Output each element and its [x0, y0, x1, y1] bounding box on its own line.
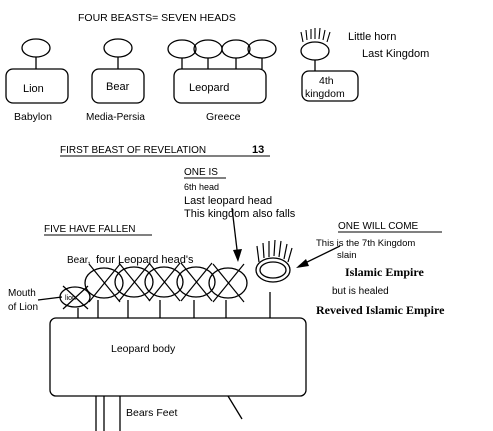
revelation-title: FIRST BEAST OF REVELATION	[60, 145, 206, 156]
four-leopard-heads-label: four Leopard head's	[96, 254, 194, 266]
babylon-caption: Babylon	[14, 111, 52, 123]
healed-line: but is healed	[332, 286, 389, 297]
bear-bottom-label: Bear,	[67, 255, 90, 266]
five-have-fallen-label: FIVE HAVE FALLEN	[44, 224, 136, 235]
little-horn-spikes	[300, 27, 331, 43]
fourth-box-label-line1: 4th	[319, 75, 334, 87]
mouth-pointer	[37, 296, 63, 301]
bear-head-bottom-oval	[84, 267, 124, 299]
islamic-empire-line: Islamic Empire	[345, 265, 424, 279]
lion-head-label: lion	[65, 295, 76, 302]
leopard-body-box	[49, 317, 307, 397]
leopard-body-label: Leopard body	[111, 343, 176, 355]
one-will-come-arrowhead	[296, 259, 309, 268]
one-is-line3: This kingdom also falls	[184, 208, 296, 220]
leopard-head-oval	[167, 39, 197, 59]
bear-head-oval	[103, 38, 133, 58]
leopard-head-oval	[247, 39, 277, 59]
one-is-line2: Last leopard head	[184, 195, 272, 207]
revived-islamic-empire-line: Reveived Islamic Empire	[316, 303, 445, 317]
fourth-box-label-line2: kingdom	[305, 88, 345, 100]
bear-foot	[227, 395, 243, 420]
seventh-head-inner-oval	[259, 261, 287, 279]
fallen-cross-marks	[62, 262, 245, 310]
slain-line: slain	[337, 250, 357, 261]
fourth-kingdom-box	[301, 70, 359, 102]
leopard-head-oval	[193, 39, 223, 59]
media-persia-caption: Media-Persia	[86, 112, 145, 123]
leopard-box	[173, 68, 267, 104]
leopard-box-label: Leopard	[189, 82, 229, 94]
seventh-head-spikes	[256, 239, 293, 263]
little-horn-label: Little horn	[348, 31, 396, 43]
one-is-heading: ONE IS	[184, 167, 218, 178]
top-title: FOUR BEASTS= SEVEN HEADS	[78, 12, 236, 24]
one-will-come-heading: ONE WILL COME	[338, 221, 419, 232]
bears-feet-label: Bears Feet	[126, 407, 177, 419]
lion-head-oval	[21, 38, 51, 58]
last-leopard-head-oval	[208, 267, 248, 299]
last-kingdom-label: Last Kingdom	[362, 48, 429, 60]
lion-box-label: Lion	[23, 83, 44, 95]
bear-box-label: Bear	[106, 81, 130, 93]
lion-box	[5, 68, 69, 104]
little-horn-head-oval	[300, 41, 330, 61]
greece-caption: Greece	[206, 111, 241, 123]
seventh-head-oval	[255, 257, 291, 283]
leopard-head-bottom-oval	[144, 266, 184, 298]
leopard-head-oval	[221, 39, 251, 59]
mouth-label: Mouth	[8, 288, 36, 299]
one-is-line1: 6th head	[184, 182, 219, 192]
bear-box	[91, 68, 145, 104]
seventh-kingdom-line: This is the 7th Kingdom	[316, 238, 415, 249]
one-is-arrowhead	[233, 249, 242, 262]
leopard-head-bottom-oval	[176, 266, 216, 298]
of-lion-label: of Lion	[8, 302, 38, 313]
revelation-title-number: 13	[252, 144, 264, 156]
leopard-head-bottom-oval	[114, 266, 154, 298]
